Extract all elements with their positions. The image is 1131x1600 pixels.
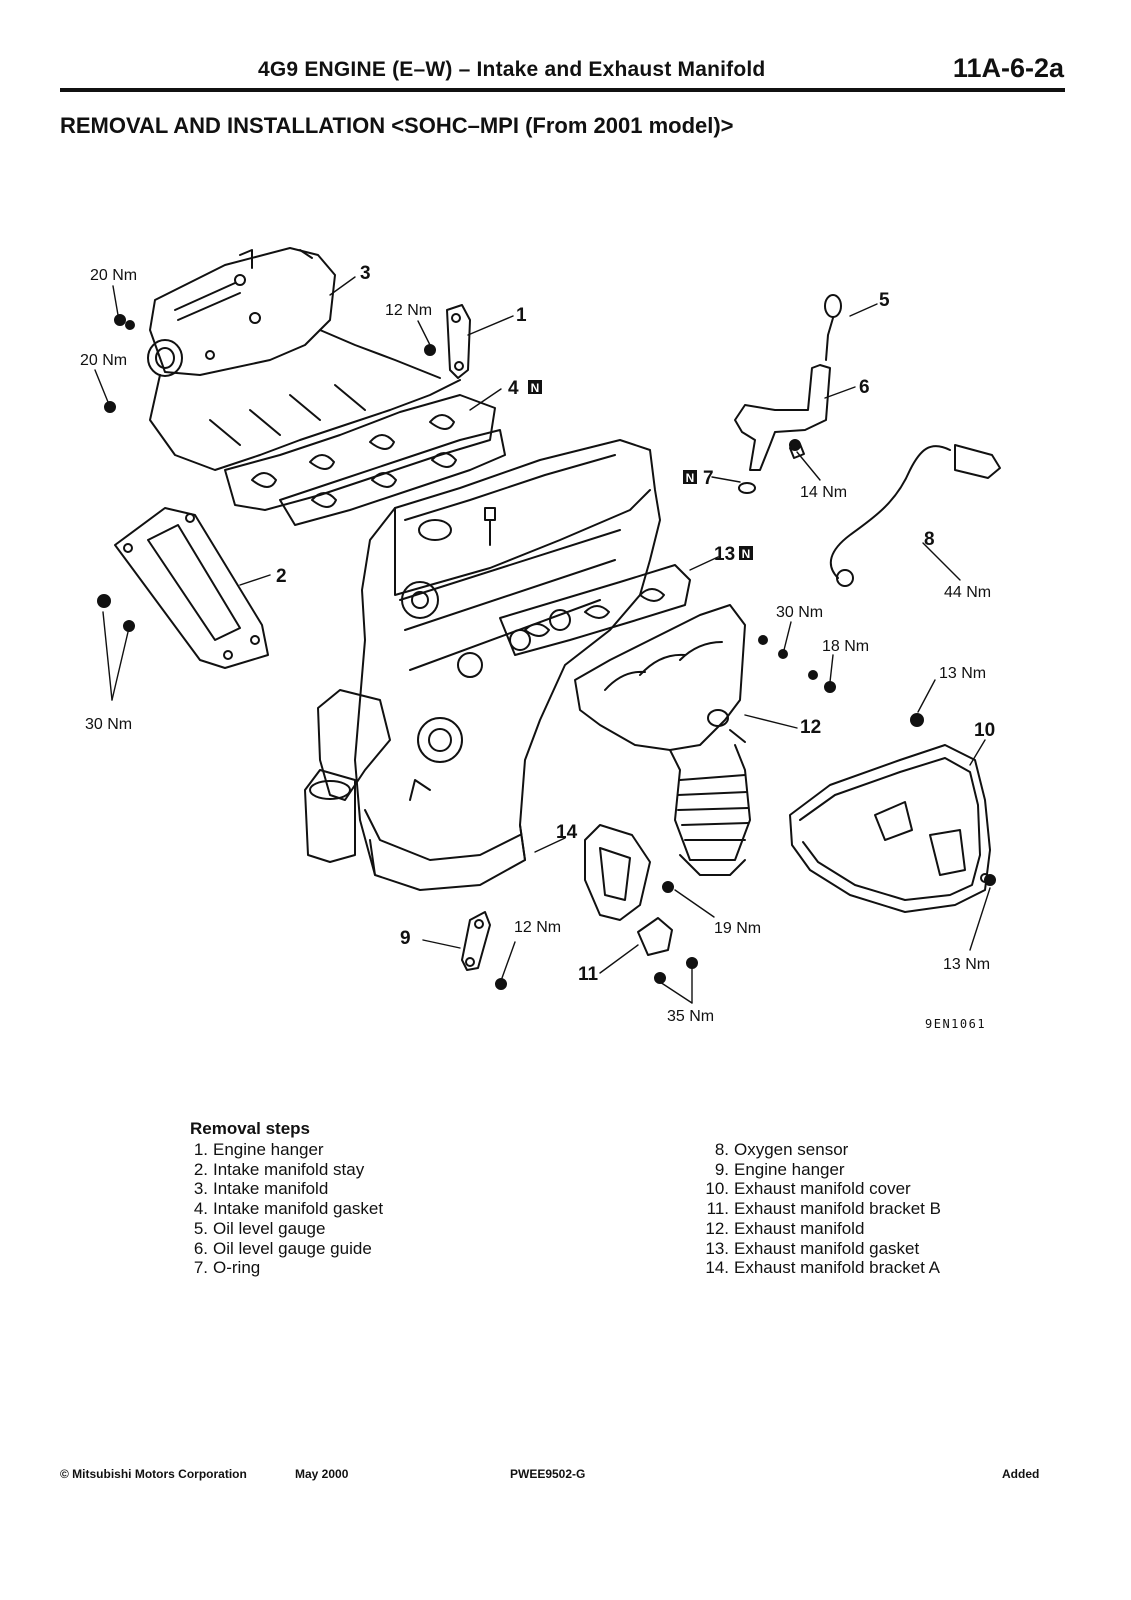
bracket-b-illustration [637,917,673,956]
removal-step: 7.O-ring [193,1258,261,1278]
removal-step: 3.Intake manifold [193,1179,329,1199]
header-rule [60,88,1065,92]
callout-1: 1 [516,305,527,326]
torque-14nm: 14 Nm [800,484,847,501]
removal-steps-left: 1.Engine hanger 2.Intake manifold stay 3… [190,1140,383,1278]
removal-step: 10.Exhaust manifold cover [705,1179,911,1199]
removal-step: 1.Engine hanger [193,1140,324,1159]
removal-step: 2.Intake manifold stay [193,1159,365,1179]
removal-steps-right: 8.Oxygen sensor 9.Engine hanger 10.Exhau… [695,1140,941,1278]
torque-30nm-a: 30 Nm [776,604,823,621]
water-pump-illustration [304,689,463,863]
badge-n-13: N [742,547,751,561]
torque-19nm: 19 Nm [714,920,761,937]
header-title: 4G9 ENGINE (E–W) – Intake and Exhaust Ma… [258,58,766,81]
removal-step: 14.Exhaust manifold bracket A [705,1258,941,1278]
torque-35nm: 35 Nm [667,1008,714,1025]
callout-12: 12 [800,717,821,738]
torque-20nm-b: 20 Nm [80,352,127,369]
page-number: 11A-6-2a [952,53,1064,83]
torque-12nm-a: 12 Nm [385,302,432,319]
callout-3: 3 [360,263,371,284]
torque-13nm-a: 13 Nm [939,665,986,682]
removal-step: 5.Oil level gauge [193,1218,326,1238]
callout-numbers: 3 1 4 5 6 7 2 8 13 12 10 14 9 11 [276,263,995,985]
torque-44nm: 44 Nm [944,584,991,601]
removal-step: 4.Intake manifold gasket [193,1199,384,1219]
figure-code: 9EN1061 [925,1017,986,1031]
footer-copyright: © Mitsubishi Motors Corporation [60,1467,247,1481]
callout-13: 13 [714,544,735,565]
torque-20nm-a: 20 Nm [90,267,137,284]
callout-14: 14 [556,822,578,843]
removal-step: 9.Engine hanger [714,1159,845,1179]
footer-date: May 2000 [295,1467,349,1481]
section-title: REMOVAL AND INSTALLATION <SOHC–MPI (From… [60,113,734,138]
intake-manifold-illustration [147,247,461,471]
engine-hanger-2-illustration [461,911,491,971]
bracket-a-illustration [584,824,651,921]
torque-12nm-b: 12 Nm [514,919,561,936]
callout-10: 10 [974,720,995,741]
oil-gauge-illustration [734,294,842,494]
callout-4: 4 [508,378,519,399]
removal-step: 12.Exhaust manifold [705,1218,865,1238]
callout-9: 9 [400,928,411,949]
removal-step: 8.Oxygen sensor [714,1140,849,1159]
removal-step: 6.Oil level gauge guide [193,1238,372,1258]
engine-block-illustration [354,439,661,891]
exhaust-cover-illustration [789,744,991,913]
removal-step: 13.Exhaust manifold gasket [705,1238,920,1258]
footer-status: Added [1002,1467,1040,1481]
torque-30nm-b: 30 Nm [85,716,132,733]
torque-13nm-b: 13 Nm [943,956,990,973]
callout-11: 11 [578,964,599,985]
exploded-view-diagram: 3 1 4 5 6 7 2 8 13 12 10 14 9 11 N N N 2… [80,247,1001,1031]
callout-5: 5 [879,290,890,311]
removal-step: 11.Exhaust manifold bracket B [706,1199,941,1219]
callout-2: 2 [276,566,287,587]
torque-labels: 20 Nm 20 Nm 12 Nm 14 Nm 44 Nm 30 Nm 18 N… [80,267,991,1025]
fasteners [97,314,996,990]
exhaust-manifold-illustration [574,604,751,876]
torque-18nm: 18 Nm [822,638,869,655]
callout-7: 7 [703,468,714,489]
removal-steps-title: Removal steps [190,1119,310,1138]
badge-n-7: N [686,471,695,485]
intake-stay-illustration [114,507,269,669]
footer-doc-code: PWEE9502-G [510,1467,586,1481]
oxygen-sensor-illustration [829,444,1001,587]
exhaust-gasket-illustration [499,564,691,656]
intake-gasket-illustration [224,394,506,526]
callout-8: 8 [924,529,935,550]
badges: N N N [528,380,753,561]
badge-n-4: N [531,381,540,395]
engine-hanger-illustration [446,304,471,379]
leader-lines [94,276,991,1004]
callout-6: 6 [859,377,870,398]
